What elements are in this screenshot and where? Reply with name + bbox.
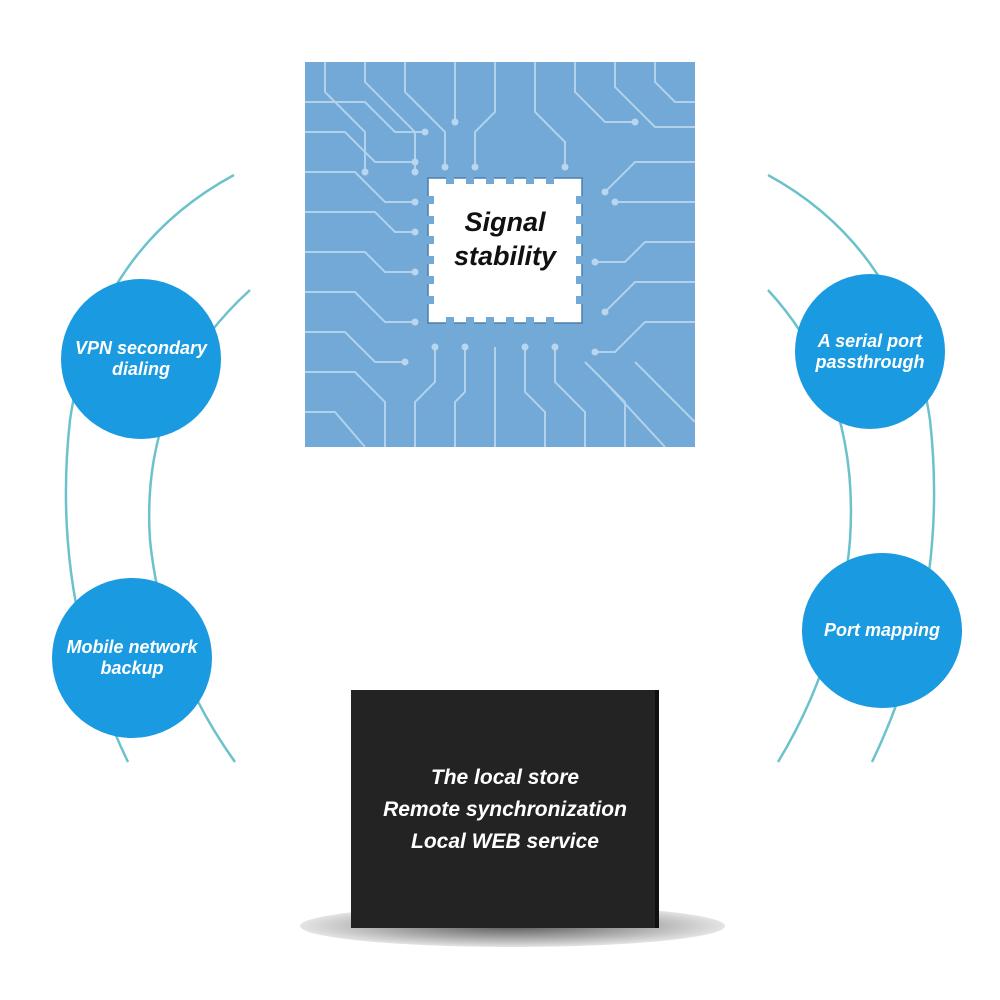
device-feature-list: The local store Remote synchronization L… <box>351 762 659 858</box>
device-line-remote-sync: Remote synchronization <box>383 798 627 821</box>
vpn-label-line2: dialing <box>112 359 170 379</box>
circuit-traces <box>305 62 695 447</box>
mobile-label-line1: Mobile network <box>66 637 198 657</box>
serial-port-passthrough-bubble: A serial port passthrough <box>795 274 945 429</box>
vpn-label-line1: VPN secondary <box>74 338 208 358</box>
signal-stability-label: Signal stability <box>418 205 592 273</box>
mobile-network-backup-bubble: Mobile network backup <box>52 578 212 738</box>
device-box <box>351 690 659 928</box>
device-line-local-store: The local store <box>430 766 580 789</box>
chip-die <box>424 174 586 327</box>
port-mapping-label: Port mapping <box>824 620 940 640</box>
mobile-label-line2: backup <box>100 658 164 678</box>
serial-label-line2: passthrough <box>815 351 925 372</box>
signal-stability-line1: Signal <box>464 207 546 237</box>
signal-stability-line2: stability <box>453 241 557 271</box>
serial-label-line1: A serial port <box>817 330 923 351</box>
vpn-secondary-dialing-bubble: VPN secondary dialing <box>61 279 221 439</box>
device-line-web-service: Local WEB service <box>411 830 599 853</box>
port-mapping-bubble: Port mapping <box>802 553 962 708</box>
